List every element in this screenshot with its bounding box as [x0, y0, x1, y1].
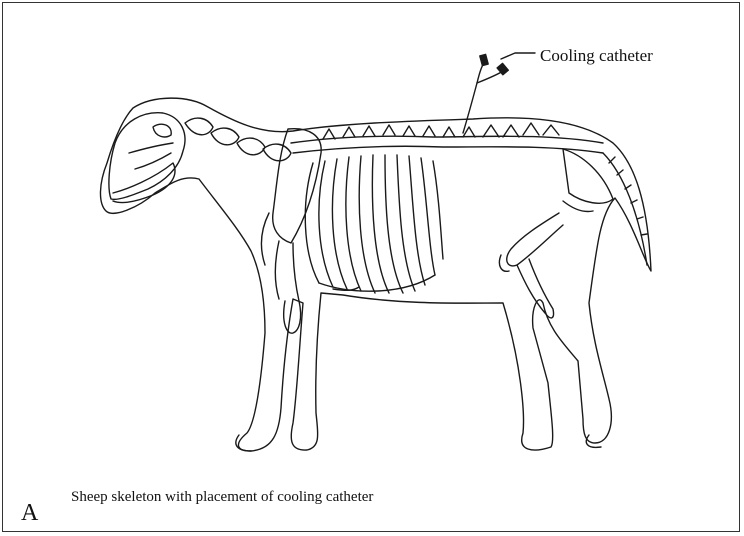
- cooling-catheter: [463, 54, 508, 133]
- scapula: [273, 129, 321, 243]
- spine: [291, 123, 603, 153]
- foreleg-bones: [262, 213, 301, 333]
- ribcage: [305, 155, 443, 293]
- cooling-catheter-label: Cooling catheter: [540, 46, 653, 66]
- skull: [109, 113, 185, 200]
- eye-orbit: [153, 124, 171, 137]
- jaw: [113, 163, 175, 203]
- panel-letter: A: [21, 500, 38, 527]
- pelvis-hindleg-bones: [499, 149, 613, 318]
- figure-caption: Sheep skeleton with placement of cooling…: [71, 489, 373, 506]
- sheep-skeleton-illustration: [3, 3, 741, 533]
- neck-vertebrae: [185, 118, 291, 161]
- callout-leader-line: [501, 53, 535, 59]
